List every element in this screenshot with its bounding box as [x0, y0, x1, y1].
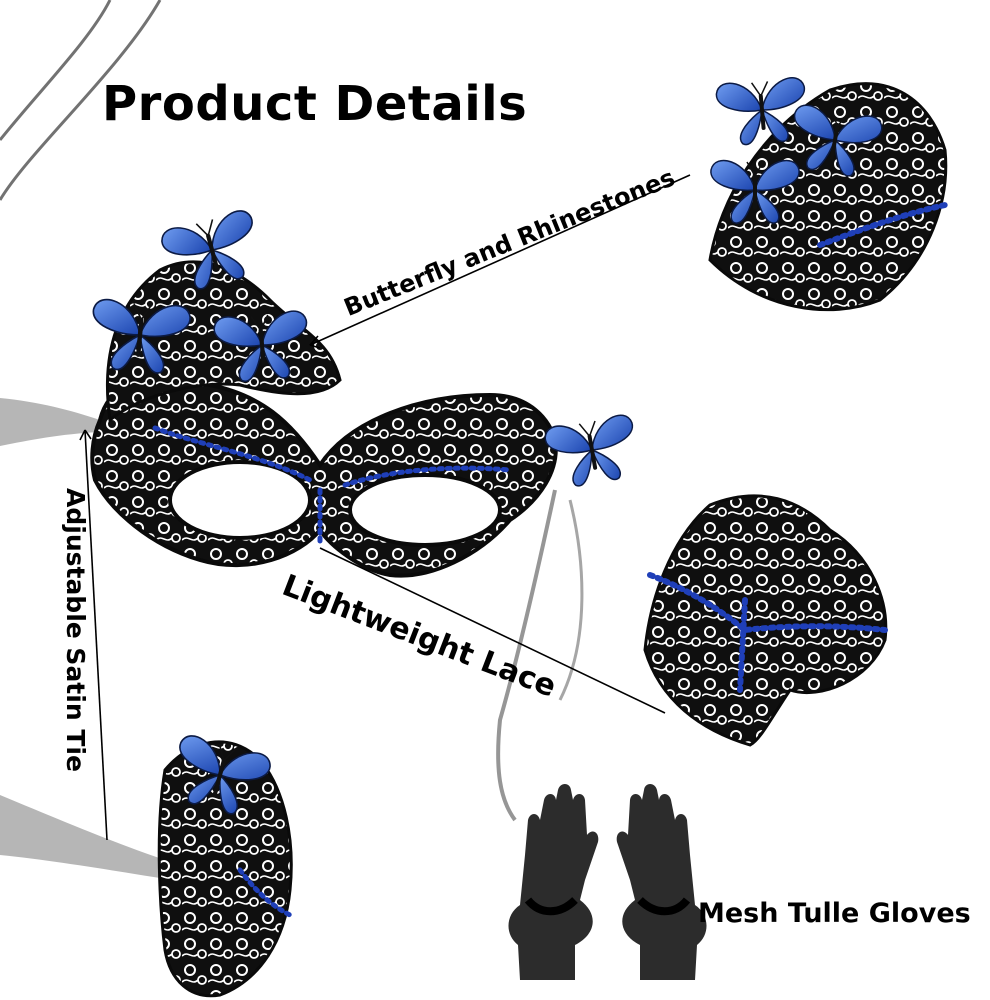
- callout-lines: [79, 174, 691, 841]
- lace-detail-closeup: [643, 494, 888, 747]
- tie-callout-label: Adjustable Satin Tie: [61, 488, 90, 772]
- page-title: Product Details: [102, 76, 528, 132]
- butterfly-detail-closeup: [705, 65, 965, 325]
- lace-mask: [0, 208, 644, 822]
- mesh-tulle-gloves: [508, 784, 707, 980]
- satin-tie-closeup: [0, 733, 293, 998]
- gloves-callout-label: Mesh Tulle Gloves: [698, 898, 971, 929]
- satin-ribbon-top: [0, 0, 162, 201]
